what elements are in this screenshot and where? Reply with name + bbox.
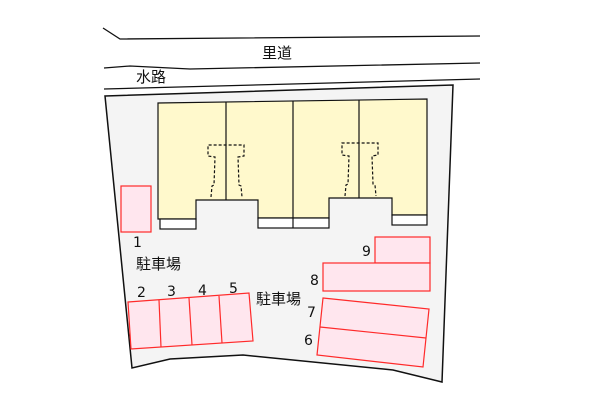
parking-space-1 — [120, 185, 152, 233]
parking-number-6: 6 — [304, 333, 313, 349]
stair-outline — [341, 142, 379, 197]
parking-area-label-center: 駐車場 — [256, 290, 301, 308]
parking-space-9 — [374, 236, 431, 264]
balcony-strip — [391, 214, 428, 226]
parking-space-8 — [322, 262, 431, 292]
parking-number-7: 7 — [307, 305, 316, 321]
balcony-strip — [159, 218, 197, 230]
parking-number-2: 2 — [137, 285, 146, 301]
road-edge-middle — [103, 62, 481, 70]
waterway-edge-bottom — [103, 78, 481, 90]
building — [157, 98, 428, 230]
road-edge-top — [102, 27, 481, 40]
parking-number-3: 3 — [167, 284, 176, 300]
parking-number-4: 4 — [198, 283, 207, 299]
parking-number-9: 9 — [362, 244, 371, 260]
parking-number-8: 8 — [310, 273, 319, 289]
parking-spaces — [120, 185, 431, 368]
stair-outline — [207, 144, 245, 198]
parking-number-5: 5 — [229, 281, 238, 297]
parking-number-1: 1 — [133, 235, 142, 251]
waterway-label: 水路 — [136, 68, 166, 86]
parking-area-label-left: 駐車場 — [136, 255, 181, 273]
road-label: 里道 — [262, 44, 292, 62]
